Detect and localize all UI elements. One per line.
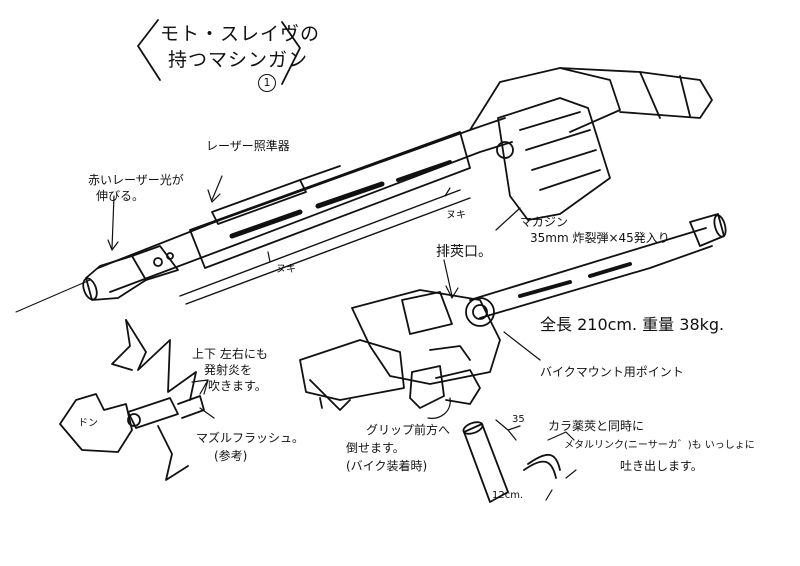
label-flash-1: マズルフラッシュ。 bbox=[196, 431, 305, 445]
label-extends: 伸びる。 bbox=[96, 189, 145, 203]
label-magazine: マガジン bbox=[520, 215, 569, 229]
label-casing-3: 吐き出します。 bbox=[620, 459, 703, 473]
label-grip-fold-2: 倒せます。 bbox=[346, 441, 405, 455]
grip-shape bbox=[409, 365, 445, 409]
label-ammo: 35mm 炸裂弾×45発入り bbox=[530, 231, 670, 245]
label-length-35: 35 bbox=[512, 414, 525, 425]
muzzle-flash-sketch bbox=[59, 319, 215, 481]
label-flash-2: (参考) bbox=[214, 449, 248, 463]
magazine-shape bbox=[497, 97, 611, 221]
gun-bottom bbox=[299, 213, 727, 419]
gun-top bbox=[82, 67, 713, 305]
title-bracket-right bbox=[281, 21, 301, 85]
label-laser-sight: レーザー照準器 bbox=[206, 139, 290, 153]
sheet-number-circle: 1 bbox=[258, 74, 276, 92]
label-length-12: 12cm. bbox=[492, 490, 524, 501]
title-line-2: 持つマシンガン bbox=[168, 49, 309, 71]
label-nuki-2: ヌキ bbox=[276, 264, 296, 275]
label-nuki-1: ヌキ bbox=[446, 210, 466, 221]
label-grip-fold-1: グリップ前方へ bbox=[366, 423, 451, 437]
label-red-laser: 赤いレーザー光が bbox=[88, 173, 184, 187]
casing-detail bbox=[462, 419, 577, 503]
label-ejection-port: 排莢口。 bbox=[436, 244, 492, 260]
label-grip-fold-3: (バイク装着時) bbox=[346, 459, 428, 473]
sheet-number: 1 bbox=[258, 72, 276, 92]
label-casing-1: カラ薬莢と同時に bbox=[548, 419, 645, 433]
label-muzzle-3: 吹きます。 bbox=[208, 379, 267, 393]
title-line-1: モト・スレイヴの bbox=[160, 23, 321, 45]
label-muzzle-1: 上下 左右にも bbox=[192, 347, 268, 361]
label-overall-spec: 全長 210cm. 重量 38kg. bbox=[540, 315, 725, 334]
label-bang: ドン bbox=[78, 418, 98, 429]
label-bike-mount: バイクマウント用ポイント bbox=[540, 365, 684, 379]
label-casing-2: メタルリンク(ニーサーカ゛)も いっしょに bbox=[564, 440, 755, 451]
label-muzzle-2: 発射炎を bbox=[204, 363, 253, 377]
laser-beam-line bbox=[15, 279, 91, 313]
title-bracket-left bbox=[137, 19, 161, 81]
